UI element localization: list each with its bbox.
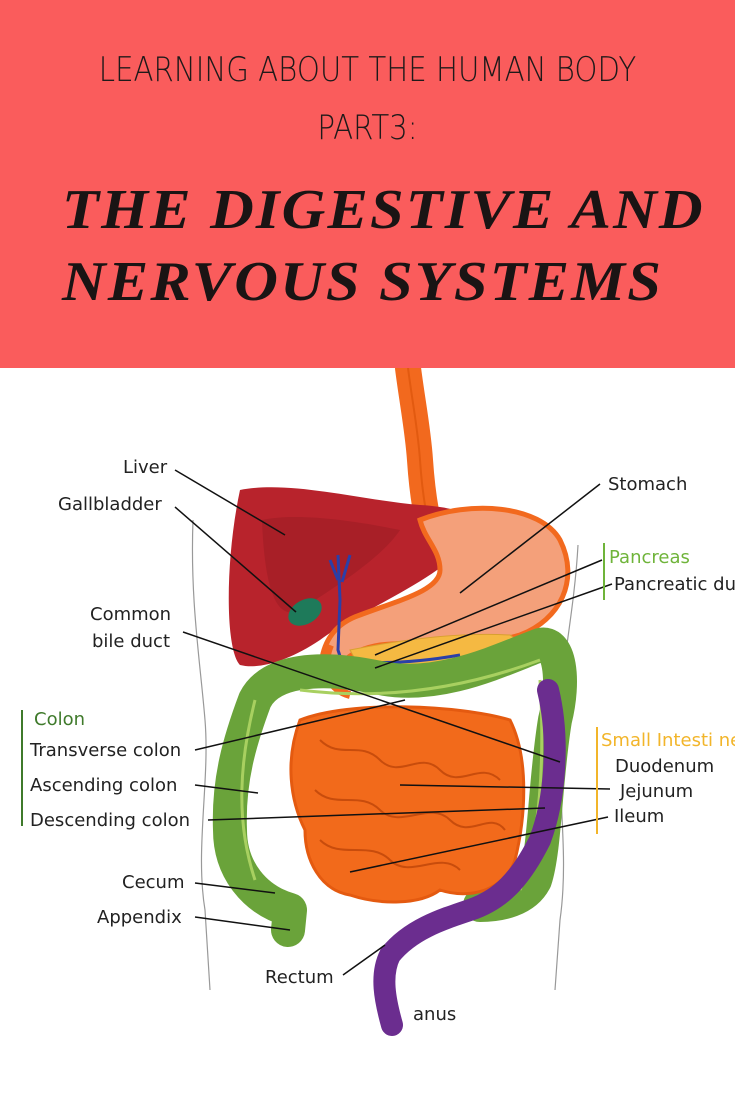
leader-lines [174, 469, 613, 976]
label-anus: anus [413, 1004, 456, 1025]
title-line-1: THE DIGESTIVE AND [62, 179, 705, 241]
rectum [373, 679, 566, 1036]
subtitle-line-2: PART3: [317, 108, 418, 148]
label-duodenum: Duodenum [615, 756, 714, 777]
label-ileum: Ileum [614, 806, 664, 827]
title-banner: LEARNING ABOUT THE HUMAN BODY PART3: THE… [0, 0, 735, 368]
label-rectum: Rectum [265, 967, 334, 988]
label-stomach: Stomach [608, 474, 687, 495]
label-colon: Colon [34, 709, 85, 730]
label-pancreas: Pancreas [609, 547, 690, 568]
label-common-bile-duct-2: bile duct [92, 631, 170, 652]
digestive-system-diagram: Liver Gallbladder Common bile duct Stoma… [21, 368, 735, 1036]
body-outline-left [191, 519, 211, 991]
label-cecum: Cecum [122, 872, 184, 893]
bile-duct [328, 554, 461, 673]
gallbladder [288, 598, 322, 626]
label-ascending-colon: Ascending colon [30, 775, 177, 796]
label-jejunum: Jejunum [619, 781, 693, 802]
title-line-2: NERVOUS SYSTEMS [62, 251, 664, 313]
label-pancreatic-duct: Pancreatic du [614, 574, 735, 595]
label-common-bile-duct-1: Common [90, 604, 171, 625]
label-liver: Liver [123, 457, 168, 478]
label-descending-colon: Descending colon [30, 810, 190, 831]
small-intestine [289, 705, 526, 904]
label-gallbladder: Gallbladder [58, 494, 162, 515]
label-transverse-colon: Transverse colon [29, 740, 181, 761]
label-small-intestine: Small Intesti ne [601, 730, 735, 751]
subtitle-line-1: LEARNING ABOUT THE HUMAN BODY [98, 50, 637, 90]
label-appendix: Appendix [97, 907, 182, 928]
